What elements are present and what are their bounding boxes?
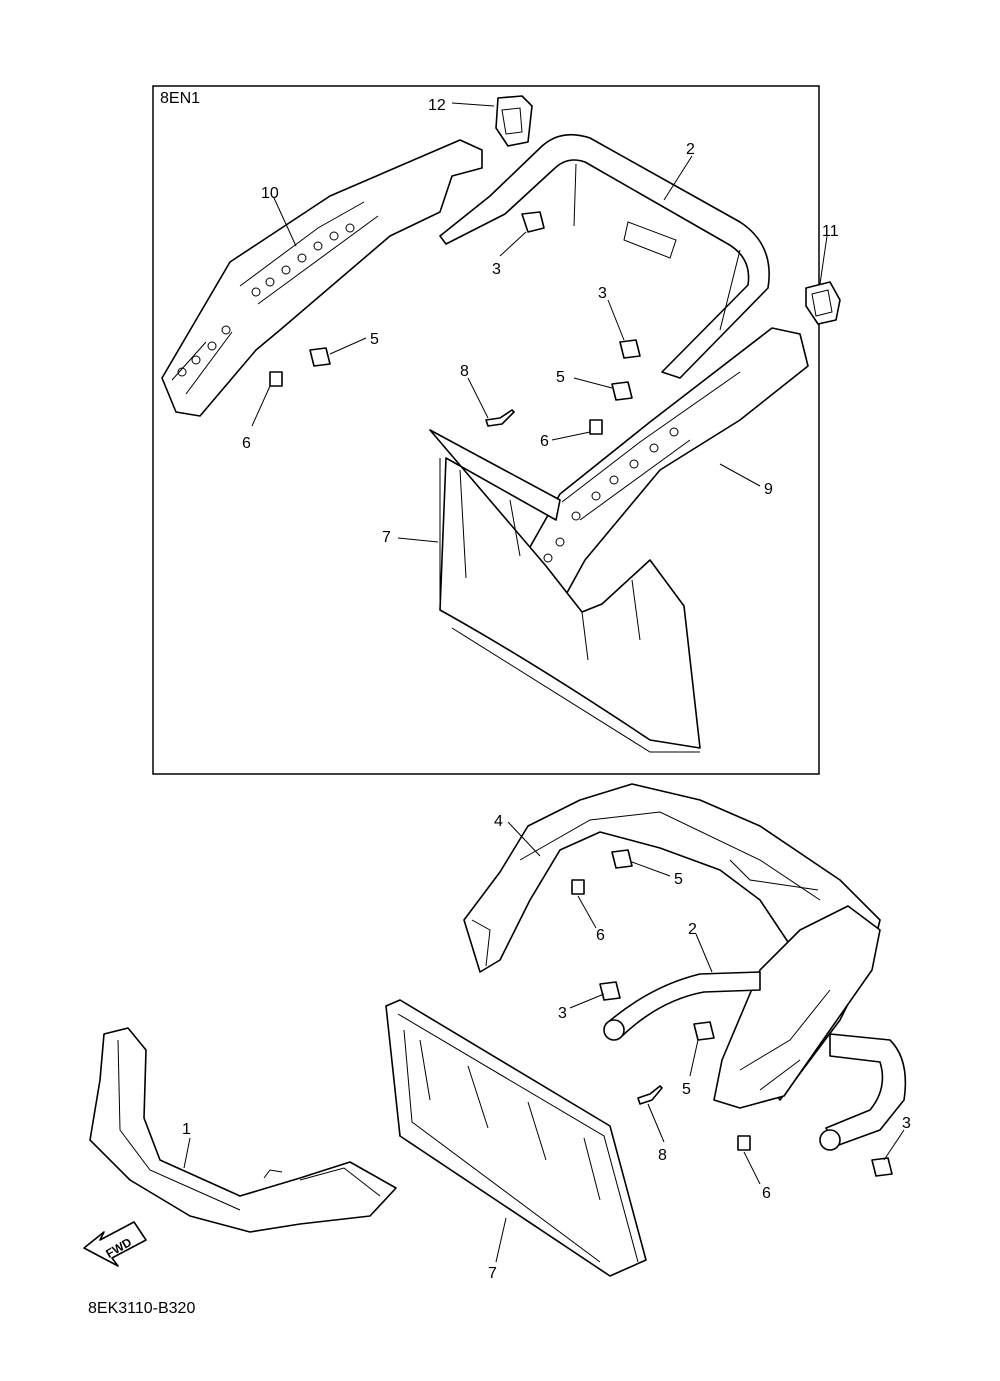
callout-inset-11: 11 xyxy=(822,223,839,240)
callout-inset-2: 2 xyxy=(686,141,695,158)
inset-leaders xyxy=(251,102,828,543)
part-2-grab-bar xyxy=(439,133,770,379)
callout-main-3a: 3 xyxy=(558,1005,567,1022)
main-hardware xyxy=(571,849,893,1177)
callout-main-4: 4 xyxy=(494,813,503,830)
callout-inset-12: 12 xyxy=(428,97,446,114)
main-leaders xyxy=(183,821,905,1263)
callout-inset-3b: 3 xyxy=(598,285,607,302)
inset-hardware xyxy=(269,211,641,435)
callout-main-2: 2 xyxy=(688,921,697,938)
callout-inset-6b: 6 xyxy=(540,433,549,450)
part-11-cap xyxy=(805,281,841,325)
figure-code: 8EK3110-B320 xyxy=(88,1300,196,1317)
inset-frame xyxy=(152,85,820,775)
part-1-front-bumper xyxy=(89,1027,397,1233)
callout-main-5b: 5 xyxy=(682,1081,691,1098)
callout-inset-5b: 5 xyxy=(556,369,565,386)
callout-inset-5a: 5 xyxy=(370,331,379,348)
callout-inset-10: 10 xyxy=(261,185,279,202)
callout-inset-7: 7 xyxy=(382,529,391,546)
callout-inset-6a: 6 xyxy=(242,435,251,452)
callout-main-6a: 6 xyxy=(596,927,605,944)
callout-inset-3a: 3 xyxy=(492,261,501,278)
part-2-grab-bar-main xyxy=(603,971,907,1151)
part-4-side-block xyxy=(713,905,881,1109)
callout-inset-9: 9 xyxy=(764,481,773,498)
part-7-mud-flap xyxy=(429,429,701,753)
fwd-arrow: FWD xyxy=(83,1221,147,1267)
callout-main-6b: 6 xyxy=(762,1185,771,1202)
callout-main-8: 8 xyxy=(658,1147,667,1164)
callout-main-1: 1 xyxy=(182,1121,191,1138)
callout-main-3b: 3 xyxy=(902,1115,911,1132)
part-10-left-rail xyxy=(161,139,483,417)
part-12-cap xyxy=(495,95,533,147)
part-7-mud-flap-main xyxy=(385,999,647,1277)
callout-main-7: 7 xyxy=(488,1265,497,1282)
inset-label: 8EN1 xyxy=(160,90,201,107)
callout-main-5a: 5 xyxy=(674,871,683,888)
callout-inset-8: 8 xyxy=(460,363,469,380)
